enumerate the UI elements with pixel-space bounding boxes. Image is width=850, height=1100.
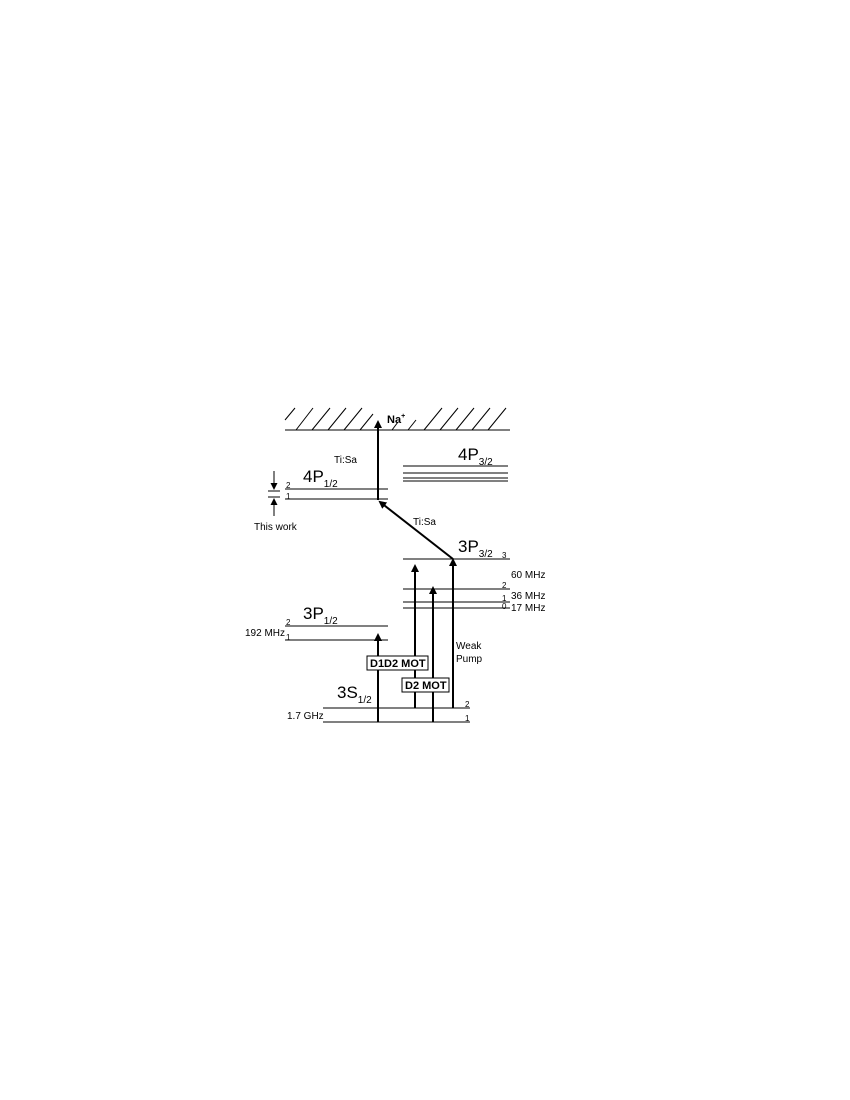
level-3p-1-2: 3P1/2 2 1 192 MHz [245, 604, 388, 642]
f-label-4p-upper: 2 [286, 481, 291, 490]
f-label-3p32-3: 3 [502, 551, 507, 560]
d2-mot-box: D2 MOT [401, 677, 450, 693]
f-label-3s-lower: 1 [465, 714, 470, 723]
split-36-mhz: 36 MHz [511, 591, 545, 602]
label-3p-1-2: 3P1/2 [303, 604, 338, 627]
f-label-3p32-2: 2 [502, 581, 507, 590]
f-label-3p32-1: 1 [502, 594, 507, 603]
split-60-mhz: 60 MHz [511, 570, 545, 581]
weak-pump-label-1: Weak [456, 641, 482, 652]
d1d2-mot-box: D1D2 MOT [366, 655, 429, 671]
f-label-4p-lower: 1 [286, 492, 291, 501]
tisa-upper-label: Ti:Sa [334, 455, 357, 466]
this-work-label: This work [254, 522, 298, 533]
label-3p-3-2: 3P3/2 [458, 537, 493, 560]
level-3s-1-2: 3S1/2 2 1 1.7 GHz [287, 683, 470, 723]
f-label-3p32-0: 0 [502, 602, 507, 611]
f-label-3p12-lower: 1 [286, 633, 291, 642]
d1d2-mot-label: D1D2 MOT [370, 658, 426, 670]
d2-mot-label: D2 MOT [405, 680, 447, 692]
level-3p-3-2: 3P3/2 3 2 1 0 60 MHz 36 MHz 17 MHz [403, 537, 545, 614]
level-4p-1-2: 4P1/2 2 1 [285, 467, 388, 501]
this-work-indicator: This work [254, 471, 298, 533]
transition-arrows [374, 420, 457, 722]
weak-pump-label-2: Pump [456, 654, 483, 665]
continuum-hatching [284, 407, 507, 431]
level-4p-3-2: 4P3/2 [403, 445, 508, 482]
split-192-mhz: 192 MHz [245, 628, 285, 639]
tisa-lower-label: Ti:Sa [413, 517, 436, 528]
f-label-3p12-upper: 2 [286, 618, 291, 627]
split-17-mhz: 17 MHz [511, 603, 545, 614]
arrow-tisa-3p-to-4p [378, 500, 454, 560]
ionization-continuum: Na+ [284, 407, 510, 431]
ion-label: Na+ [387, 413, 405, 426]
label-4p-3-2: 4P3/2 [458, 445, 493, 468]
label-3s-1-2: 3S1/2 [337, 683, 372, 706]
label-4p-1-2: 4P1/2 [303, 467, 338, 490]
f-label-3s-upper: 2 [465, 700, 470, 709]
split-1-7-ghz: 1.7 GHz [287, 711, 324, 722]
